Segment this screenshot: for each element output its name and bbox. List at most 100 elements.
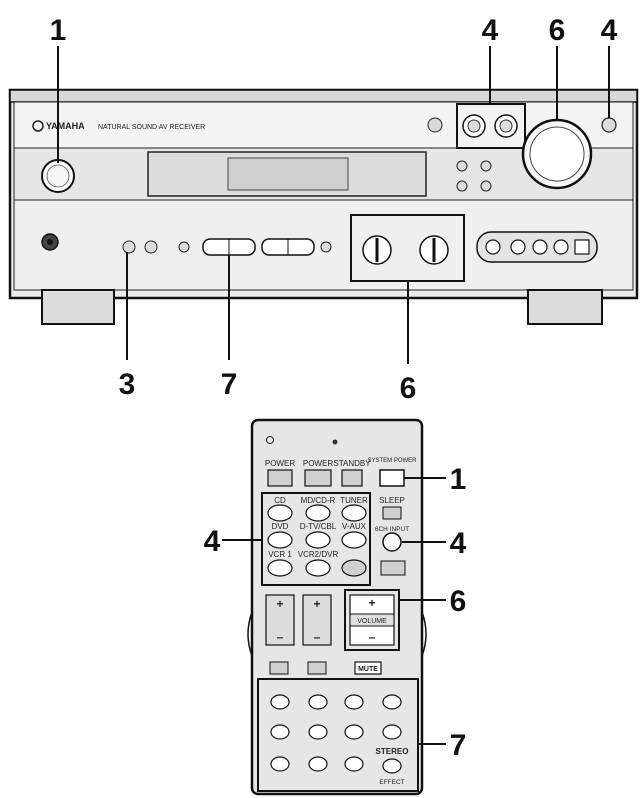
system-power-label: SYSTEM POWER bbox=[367, 458, 417, 464]
video-aux-jack-2[interactable] bbox=[510, 239, 526, 255]
input-vcr2-button[interactable] bbox=[305, 559, 331, 577]
model-text: NATURAL SOUND AV RECEIVER bbox=[98, 124, 205, 131]
remote-extra-button[interactable] bbox=[341, 559, 367, 577]
phones-jack-hole bbox=[47, 239, 53, 245]
stereo-button[interactable] bbox=[382, 758, 402, 774]
program-button-4[interactable] bbox=[382, 694, 402, 710]
tuning-mode-button[interactable] bbox=[178, 241, 190, 253]
six-ch-input-button[interactable] bbox=[382, 532, 402, 552]
volume-plus: + bbox=[368, 596, 375, 610]
video-aux-jack-4[interactable] bbox=[553, 239, 569, 255]
program-button-2[interactable] bbox=[308, 694, 328, 710]
program-button-5[interactable] bbox=[270, 724, 290, 740]
input-dtv-button[interactable] bbox=[305, 531, 331, 549]
power-label-2: POWER bbox=[303, 459, 333, 468]
callout-remote-6: 6 bbox=[450, 585, 467, 618]
tuning-rocker-1-minus: – bbox=[277, 630, 284, 644]
remote-body bbox=[250, 418, 424, 796]
video-aux-optical[interactable] bbox=[574, 239, 590, 255]
volume-label-bar bbox=[349, 613, 395, 627]
tuning-rocker-2[interactable] bbox=[302, 594, 332, 646]
program-button-11[interactable] bbox=[344, 756, 364, 772]
input-label-vcr1: VCR 1 bbox=[268, 550, 292, 559]
sleep-label: SLEEP bbox=[379, 496, 405, 505]
input-label-vaux: V-AUX bbox=[342, 522, 367, 531]
input-tuner-button[interactable] bbox=[341, 504, 367, 522]
receiver-leader-lines bbox=[57, 46, 610, 364]
effect-label: EFFECT bbox=[379, 779, 404, 786]
callout-top-1: 1 bbox=[50, 14, 67, 47]
memory-button[interactable] bbox=[320, 241, 332, 253]
remote-zone-button[interactable] bbox=[380, 560, 406, 576]
mode-button-3[interactable] bbox=[456, 180, 468, 192]
input-label-dtv: D-TV/CBL bbox=[300, 522, 337, 531]
program-button-9[interactable] bbox=[270, 756, 290, 772]
callout-bottom-3: 3 bbox=[119, 368, 136, 401]
standby-label: STANDBY bbox=[333, 459, 371, 468]
program-button-6[interactable] bbox=[308, 724, 328, 740]
remote-learn-indicator bbox=[332, 439, 338, 445]
speakers-b-button[interactable] bbox=[144, 240, 158, 254]
sleep-button[interactable] bbox=[382, 506, 402, 520]
effect-button[interactable] bbox=[601, 117, 617, 133]
remote-small-button-2[interactable] bbox=[307, 661, 327, 675]
volume-label: VOLUME bbox=[357, 618, 387, 625]
input-vcr1-button[interactable] bbox=[267, 559, 293, 577]
receiver-top-lip bbox=[9, 89, 638, 103]
receiver-foot-left bbox=[41, 289, 115, 325]
volume-minus: – bbox=[369, 630, 376, 644]
remote-small-button-1[interactable] bbox=[269, 661, 289, 675]
input-label-tuner: TUNER bbox=[340, 496, 368, 505]
mode-button-4[interactable] bbox=[480, 180, 492, 192]
power-label-1: POWER bbox=[265, 459, 295, 468]
input-md-button[interactable] bbox=[305, 504, 331, 522]
program-button-7[interactable] bbox=[344, 724, 364, 740]
six-ch-input-label: 6CH INPUT bbox=[375, 526, 409, 533]
remote-transmit-indicator bbox=[266, 436, 274, 444]
input-dvd-button[interactable] bbox=[267, 531, 293, 549]
program-button-3[interactable] bbox=[344, 694, 364, 710]
remote-program-box bbox=[257, 678, 419, 792]
input-label-vcr2: VCR2/DVR bbox=[298, 550, 339, 559]
yamaha-logo-icon bbox=[32, 120, 44, 132]
mode-button-2[interactable] bbox=[480, 160, 492, 172]
video-aux-jack-3[interactable] bbox=[532, 239, 548, 255]
remote-side-left bbox=[247, 611, 253, 657]
mode-button-1[interactable] bbox=[456, 160, 468, 172]
callout-top-4b: 4 bbox=[601, 14, 618, 47]
input-label-dvd: DVD bbox=[272, 522, 289, 531]
callout-top-4a: 4 bbox=[482, 14, 499, 47]
input-vaux-button[interactable] bbox=[341, 531, 367, 549]
receiver-front-panel: YAMAHA NATURAL SOUND AV RECEIVER bbox=[8, 88, 639, 325]
input-right-knob-inner bbox=[499, 119, 513, 133]
program-button-8[interactable] bbox=[382, 724, 402, 740]
display-inner bbox=[227, 157, 349, 191]
input-label-cd: CD bbox=[274, 496, 286, 505]
callout-bottom-7: 7 bbox=[221, 368, 238, 401]
stereo-label: STEREO bbox=[376, 747, 409, 756]
input-label-md: MD/CD-R bbox=[301, 496, 336, 505]
power-tv-button[interactable] bbox=[267, 469, 293, 487]
tuning-rocker-1[interactable] bbox=[265, 594, 295, 646]
tuning-rocker-2-plus: + bbox=[313, 597, 320, 611]
remote-volume-box bbox=[344, 589, 400, 651]
mute-button[interactable] bbox=[354, 661, 382, 675]
tuning-rocker-2-minus: – bbox=[314, 630, 321, 644]
input-cd-button[interactable] bbox=[267, 504, 293, 522]
callout-remote-4-right: 4 bbox=[450, 527, 467, 560]
program-button-1[interactable] bbox=[270, 694, 290, 710]
remote-side-right bbox=[421, 611, 427, 657]
video-aux-jack-1[interactable] bbox=[485, 239, 501, 255]
speakers-a-button[interactable] bbox=[122, 240, 136, 254]
program-button-10[interactable] bbox=[308, 756, 328, 772]
brand-name: YAMAHA bbox=[46, 121, 85, 131]
standby-on-button-inner bbox=[46, 164, 70, 188]
callout-remote-1: 1 bbox=[450, 463, 467, 496]
input-left-knob-inner bbox=[467, 119, 481, 133]
system-power-button[interactable] bbox=[379, 469, 405, 487]
power-av-button[interactable] bbox=[304, 469, 332, 487]
standby-button[interactable] bbox=[341, 469, 363, 487]
receiver-foot-right bbox=[527, 289, 603, 325]
speaker-button[interactable] bbox=[427, 117, 443, 133]
